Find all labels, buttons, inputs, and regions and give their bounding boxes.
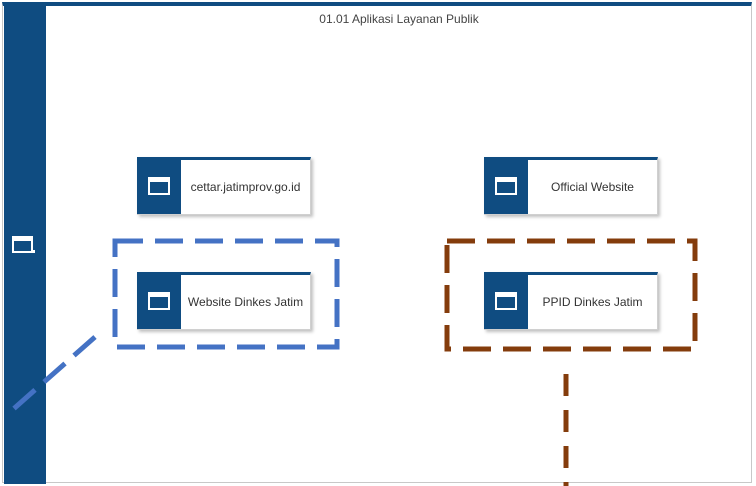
node-ppid[interactable]: PPID Dinkes Jatim	[484, 272, 658, 330]
highlight-box-blue	[112, 238, 340, 350]
node-label: Official Website	[551, 180, 634, 194]
node-label: PPID Dinkes Jatim	[542, 295, 643, 309]
window-icon	[495, 177, 517, 195]
sidebar-bar	[4, 6, 46, 484]
highlight-connector-blue	[8, 335, 97, 414]
node-cettar[interactable]: cettar.jatimprov.go.id	[137, 157, 311, 215]
node-label: cettar.jatimprov.go.id	[190, 180, 301, 194]
node-official[interactable]: Official Website	[484, 157, 658, 215]
node-label: Website Dinkes Jatim	[187, 295, 304, 309]
diagram-title: 01.01 Aplikasi Layanan Publik	[319, 12, 479, 26]
node-dinkes[interactable]: Website Dinkes Jatim	[137, 272, 311, 330]
application-icon	[12, 236, 35, 253]
window-icon	[148, 177, 170, 195]
window-icon	[148, 292, 170, 310]
window-icon	[495, 292, 517, 310]
highlight-box-brown	[444, 238, 698, 352]
